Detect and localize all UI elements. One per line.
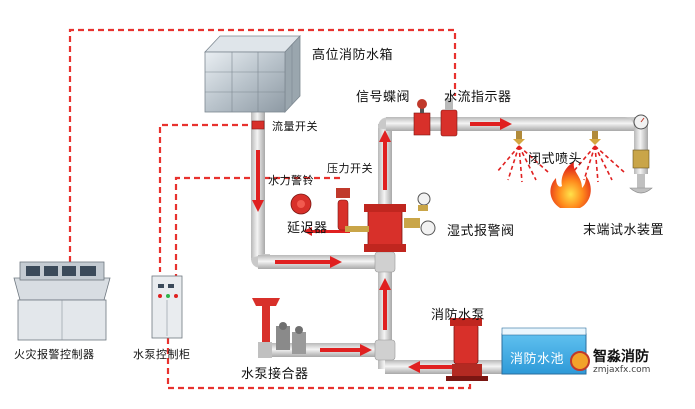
sprinkler-head bbox=[513, 131, 525, 145]
label-tank: 高位消防水箱 bbox=[312, 48, 394, 63]
flow-arrow-tank-main bbox=[275, 256, 342, 268]
brand-name: 智淼消防 bbox=[593, 349, 649, 365]
signal-valve bbox=[413, 99, 431, 136]
label-pressure-switch: 压力开关 bbox=[327, 162, 373, 175]
label-pump-panel: 水泵控制柜 bbox=[133, 348, 191, 361]
flow-arrow-branch bbox=[470, 118, 512, 130]
tank-image bbox=[204, 34, 301, 114]
flow-arrow-tank-down bbox=[252, 150, 264, 212]
fire-alarm-panel bbox=[13, 261, 111, 341]
label-flow-switch: 流量开关 bbox=[272, 120, 318, 133]
brand-logo-icon bbox=[570, 351, 590, 371]
brand-watermark: 智淼消防 zmjaxfx.com bbox=[593, 346, 650, 375]
label-flow-indicator: 水流指示器 bbox=[444, 90, 512, 105]
label-fire-panel: 火灾报警控制器 bbox=[14, 348, 95, 361]
label-sprinkler: 闭式喷头 bbox=[528, 152, 583, 167]
label-fire-pump: 消防水泵 bbox=[431, 308, 486, 323]
alarm-valve-assembly bbox=[290, 188, 436, 252]
flow-arrow-riser-top bbox=[379, 130, 391, 190]
label-pool: 消防水池 bbox=[510, 352, 565, 367]
sprinkler-head bbox=[589, 131, 601, 145]
signal-line-panel-top bbox=[68, 28, 457, 262]
label-alarm-valve: 湿式报警阀 bbox=[447, 224, 515, 239]
flow-switch bbox=[251, 120, 265, 130]
label-delay-chamber: 延迟器 bbox=[287, 221, 328, 236]
label-water-bell: 水力警铃 bbox=[268, 174, 314, 187]
signal-line-pressure bbox=[174, 176, 340, 280]
fire-icon bbox=[550, 162, 591, 208]
fire-pump bbox=[446, 318, 488, 381]
pump-control-cabinet bbox=[151, 275, 183, 339]
end-test-device bbox=[629, 114, 653, 194]
flow-indicator bbox=[440, 98, 458, 137]
brand-url: zmjaxfx.com bbox=[593, 365, 651, 375]
label-signal-valve: 信号蝶阀 bbox=[356, 90, 411, 105]
flow-arrow-alarm-bell bbox=[303, 227, 350, 236]
flow-arrow-pump bbox=[408, 361, 470, 373]
label-test-device: 末端试水装置 bbox=[583, 223, 665, 238]
signal-line-flowswitch bbox=[158, 123, 258, 272]
pipes bbox=[251, 110, 648, 374]
fire-pool bbox=[501, 327, 587, 375]
sprinklers bbox=[496, 131, 625, 208]
flow-arrow-riser-up bbox=[379, 278, 391, 330]
flow-arrows bbox=[252, 118, 512, 373]
flow-arrow-connector bbox=[320, 344, 372, 356]
pump-connector bbox=[252, 298, 306, 358]
label-pump-connector: 水泵接合器 bbox=[241, 367, 309, 382]
